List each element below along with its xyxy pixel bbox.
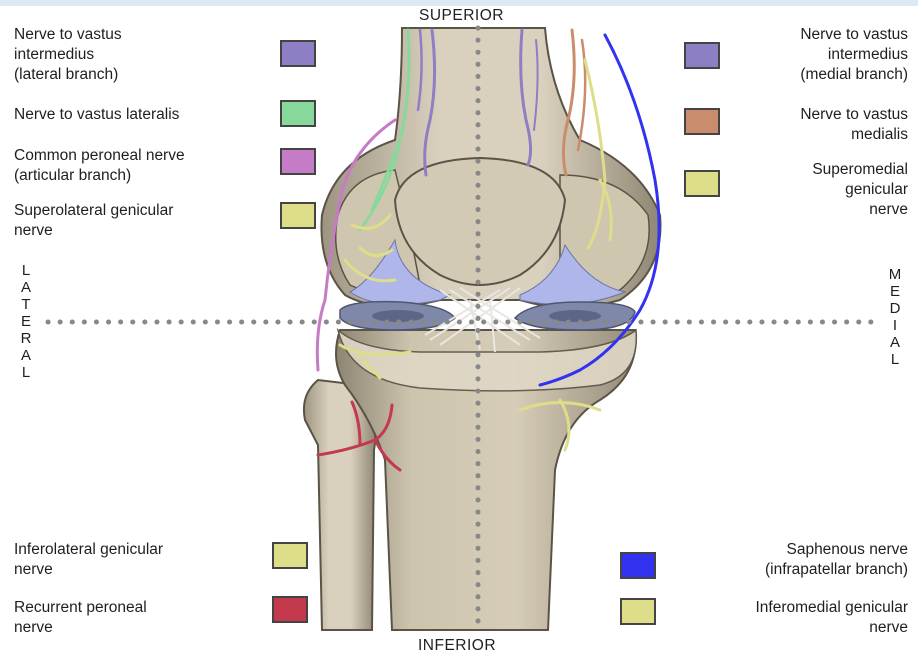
legend-left-swatch xyxy=(280,100,316,127)
legend-right-label: Inferomedial genicular nerve xyxy=(755,598,908,638)
legend-left-swatch xyxy=(272,542,308,569)
inferior-label: INFERIOR xyxy=(418,637,496,655)
legend-left-label: Nerve to vastus lateralis xyxy=(14,105,179,125)
legend-left-label: Superolateral genicular nerve xyxy=(14,201,173,241)
legend-left-label: Common peroneal nerve (articular branch) xyxy=(14,146,185,186)
legend-right-label: Saphenous nerve (infrapatellar branch) xyxy=(765,540,908,580)
lateral-label: L A T E R A L xyxy=(19,262,33,381)
legend-left-swatch xyxy=(280,202,316,229)
legend-right-swatch xyxy=(684,42,720,69)
legend-right-label: Nerve to vastus intermedius (medial bran… xyxy=(800,25,908,85)
legend-right-label: Superomedial genicular nerve xyxy=(812,160,908,220)
legend-left-label: Recurrent peroneal nerve xyxy=(14,598,147,638)
legend-left-swatch xyxy=(272,596,308,623)
medial-label: M E D I A L xyxy=(888,266,902,368)
legend-right-swatch xyxy=(684,170,720,197)
legend-left-label: Nerve to vastus intermedius (lateral bra… xyxy=(14,25,122,85)
legend-left-swatch xyxy=(280,148,316,175)
superior-label: SUPERIOR xyxy=(419,7,504,25)
legend-right-label: Nerve to vastus medialis xyxy=(800,105,908,145)
legend-right-swatch xyxy=(620,552,656,579)
legend-right-swatch xyxy=(684,108,720,135)
legend-left-label: Inferolateral genicular nerve xyxy=(14,540,163,580)
legend-left-swatch xyxy=(280,40,316,67)
fibula xyxy=(304,380,375,630)
legend-right-swatch xyxy=(620,598,656,625)
